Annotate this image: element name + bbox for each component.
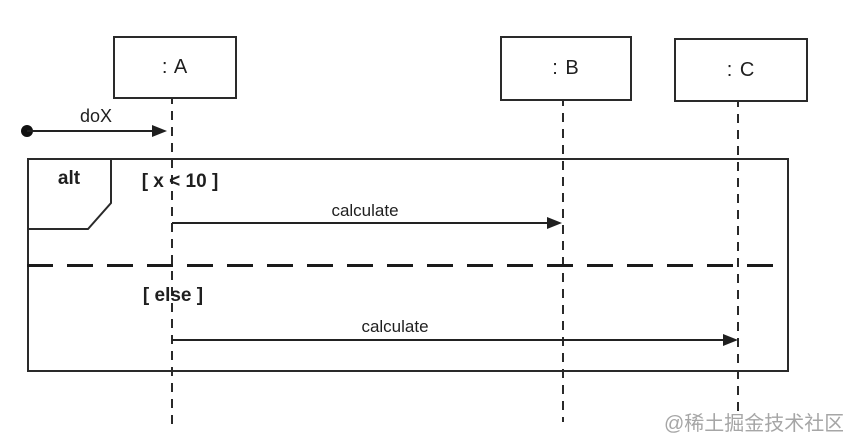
object-label-a: : A (161, 56, 189, 78)
guard-label-2: [ else ] (142, 285, 204, 306)
message-line-calculate-1 (172, 222, 548, 224)
fragment-divider (27, 264, 787, 267)
watermark-text: @稀土掘金技术社区 (664, 413, 843, 435)
message-line-calculate-2 (172, 339, 724, 341)
message-label-calculate-2: calculate (361, 317, 429, 336)
arrowhead-icon (723, 334, 738, 346)
object-box-a: : A (113, 36, 237, 99)
fragment-operator-label: alt (57, 168, 81, 189)
arrowhead-icon (547, 217, 562, 229)
object-label-c: : C (726, 58, 756, 81)
found-message-line (27, 130, 153, 132)
fragment-operator-pentagon (27, 158, 112, 230)
arrowhead-icon (152, 125, 167, 137)
guard-label-1: [ x < 10 ] (141, 171, 219, 192)
lifeline-c (737, 98, 739, 411)
lifeline-b (562, 97, 564, 422)
object-box-b: : B (500, 36, 632, 101)
object-box-c: : C (674, 38, 808, 102)
object-label-b: : B (552, 57, 580, 79)
message-label-calculate-1: calculate (331, 201, 399, 220)
lifeline-a (171, 95, 173, 425)
found-message-label: doX (79, 106, 113, 126)
